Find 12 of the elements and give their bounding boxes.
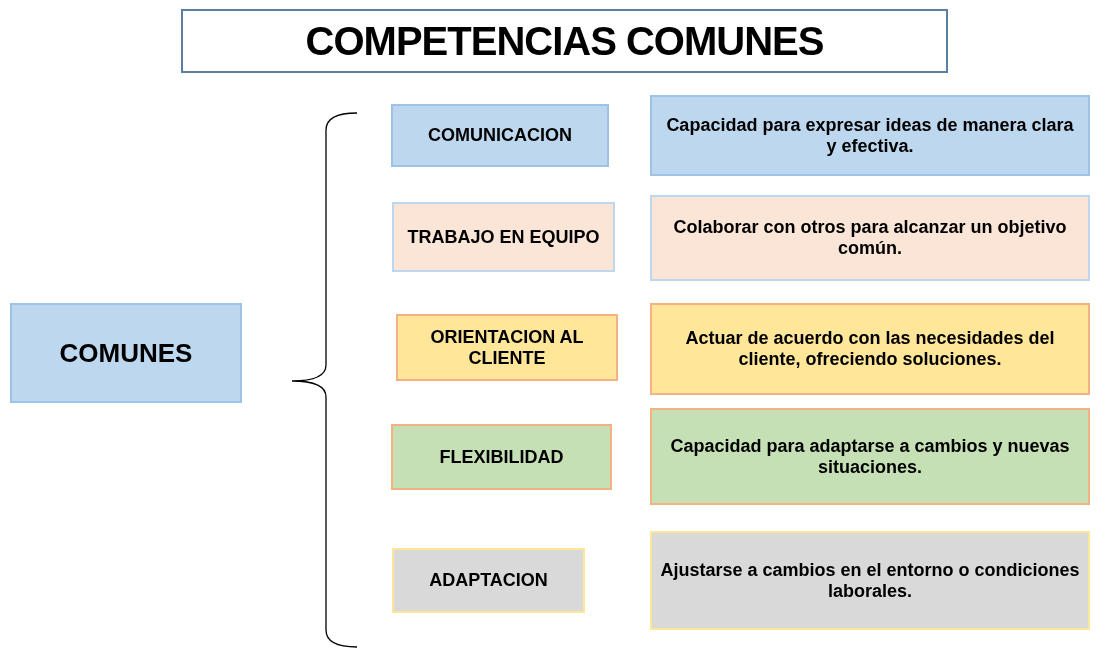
competency-box: COMUNICACION	[391, 104, 609, 167]
description-box: Colaborar con otros para alcanzar un objetivo común.	[650, 195, 1090, 281]
competency-box: FLEXIBILIDAD	[391, 424, 612, 490]
description-box: Actuar de acuerdo con las necesidades del cliente, ofreciendo soluciones.	[650, 303, 1090, 395]
title: COMPETENCIAS COMUNES	[181, 9, 948, 73]
competency-box: ADAPTACION	[392, 548, 585, 613]
description-box: Ajustarse a cambios en el entorno o condiciones laborales.	[650, 531, 1090, 630]
competency-box: ORIENTACION AL CLIENTE	[396, 314, 618, 381]
description-box: Capacidad para adaptarse a cambios y nuevas situaciones.	[650, 408, 1090, 505]
competency-box: TRABAJO EN EQUIPO	[392, 202, 615, 272]
description-box: Capacidad para expresar ideas de manera clara y efectiva.	[650, 95, 1090, 176]
category-box: COMUNES	[10, 303, 242, 403]
